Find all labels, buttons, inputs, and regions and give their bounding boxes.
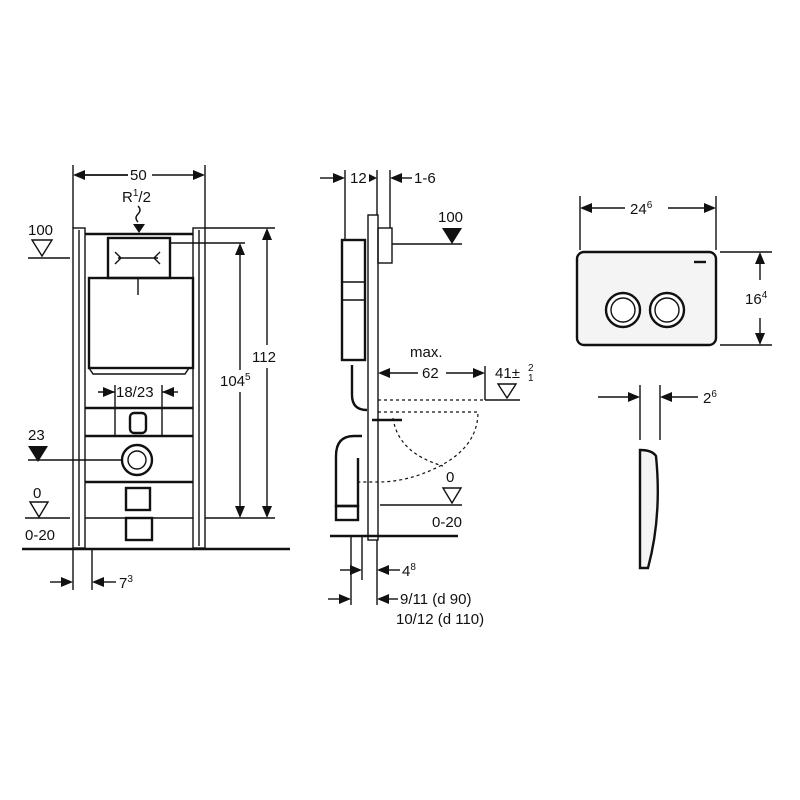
side-level-zero-label: 0	[446, 469, 454, 486]
plate-thickness-dimension: 26	[703, 389, 717, 407]
flush-plate-view: 246 164 26	[575, 196, 772, 570]
level-top-label: 100	[28, 222, 53, 239]
plate-height-dimension: 164	[745, 290, 768, 308]
width-dimension: 50	[130, 167, 147, 184]
side-view: 12 1-6 100 max. 62 41± 2 1 0 0-20 4	[320, 170, 534, 628]
seat-height-dimension: 41±	[495, 365, 520, 382]
pipe-dimension-d110: 10/12 (d 110)	[396, 611, 484, 628]
level-zero-label: 0	[33, 485, 41, 502]
drain-pipe-icon	[120, 443, 154, 477]
side-level-top-label: 100	[438, 209, 463, 226]
level-drain-label: 23	[28, 427, 45, 444]
foot-offset-dimension: 73	[119, 574, 133, 592]
front-view: 50 R1/2 18/23 100 23	[22, 165, 290, 592]
plate-width-dimension: 246	[630, 200, 653, 218]
bowl-length-dimension: 62	[422, 365, 439, 382]
svg-text:2: 2	[528, 363, 534, 374]
height-total-dimension: 112	[252, 349, 276, 366]
flush-plate	[575, 250, 718, 347]
spacing-dimension: 18/23	[116, 384, 154, 401]
pipe-dimension-d90: 9/11 (d 90)	[400, 591, 471, 608]
pipe-offset-dimension: 48	[402, 562, 416, 580]
floor-range-label: 0-20	[25, 527, 55, 544]
height-inner-dimension: 1045	[220, 372, 251, 390]
side-floor-range-label: 0-20	[432, 514, 462, 531]
wall-gap-dimension: 1-6	[414, 170, 436, 187]
max-label: max.	[410, 344, 443, 361]
depth-dimension: 12	[350, 170, 367, 187]
svg-text:1: 1	[528, 373, 534, 384]
cistern	[87, 276, 195, 370]
water-inlet-icon	[135, 205, 141, 223]
thread-label: R1/2	[122, 188, 151, 206]
plate-side-profile	[638, 448, 659, 570]
